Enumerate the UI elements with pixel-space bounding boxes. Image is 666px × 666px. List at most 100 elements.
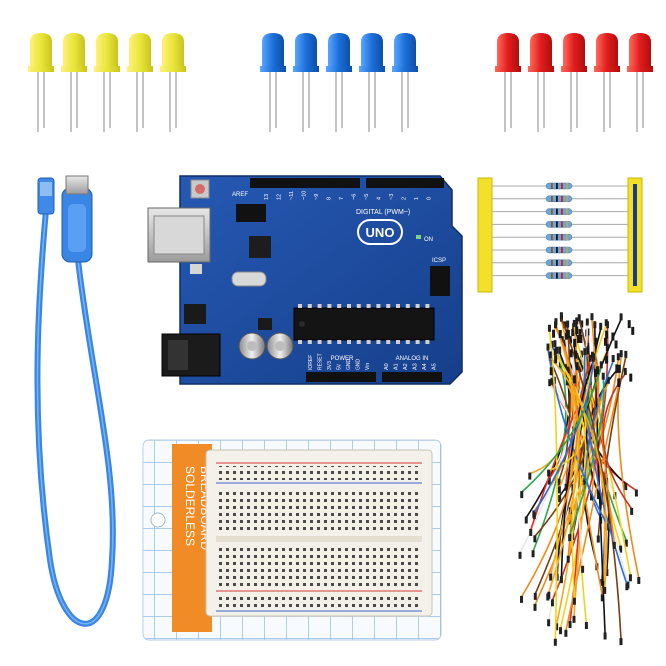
red-led (561, 33, 587, 132)
electrolytic-capacitor-left (238, 332, 266, 360)
jumper-wire (532, 354, 595, 520)
analog-pin-label: A0 (384, 363, 390, 370)
resistor-strip (477, 177, 643, 293)
digital-pin-label: 1 (414, 197, 420, 200)
atmega-microcontroller (293, 304, 435, 344)
power-pin-label: RESET (318, 353, 324, 370)
digital-pin-label: 7 (339, 197, 345, 200)
analog-pin-label: A5 (432, 363, 438, 370)
usb-b-plug (61, 175, 93, 263)
jumper-wire (571, 328, 585, 573)
electrolytic-capacitor-right (266, 332, 294, 360)
aref-label: AREF (232, 192, 248, 198)
resistor (492, 272, 628, 279)
yellow-led (160, 33, 186, 132)
usb-controller-chip (249, 236, 271, 258)
package-label-spine (172, 444, 212, 632)
usb-b-socket (147, 207, 211, 263)
digital-pin-label: 4 (377, 197, 383, 200)
breadboard (205, 449, 433, 617)
voltage-regulator (184, 304, 206, 324)
jumper-wire (548, 351, 608, 594)
jumper-wire (520, 361, 603, 499)
uno-logo: UNO (357, 219, 403, 245)
resistor (492, 208, 628, 215)
package-hang-hole (150, 512, 166, 528)
smd-chip (236, 204, 266, 222)
power-pin-label: IOREF (308, 355, 314, 370)
blue-led (326, 33, 352, 132)
icsp-label: ICSP (432, 258, 446, 264)
digital-pin-label: ~5 (364, 194, 370, 200)
breadboard-package: SOLDERLESS BREADBOARD (142, 439, 442, 641)
analog-pin-label: A1 (394, 363, 400, 370)
dc-power-jack (161, 333, 221, 377)
analog-in-label: ANALOG IN (396, 356, 429, 362)
power-pin-label: Vin (365, 363, 371, 370)
yellow-led (94, 33, 120, 132)
digital-pin-label: ~3 (389, 194, 395, 200)
red-led (528, 33, 554, 132)
blue-led-group (260, 33, 418, 132)
yellow-led-group (28, 33, 186, 132)
uno-label: UNO (366, 225, 395, 240)
digital-pin-label: ~6 (352, 194, 358, 200)
jumper-wire (571, 319, 608, 605)
analog-pin-label: A3 (413, 363, 419, 370)
jumper-wire (547, 324, 558, 646)
red-led (594, 33, 620, 132)
icsp-header: ICSP (430, 258, 450, 296)
blue-led (392, 33, 418, 132)
analog-pin-label: A4 (422, 363, 428, 370)
resistor (492, 259, 628, 267)
on-led-label: ON (424, 237, 433, 243)
power-label: POWER (331, 356, 354, 362)
jumper-wire (547, 378, 580, 599)
power-pin-label: 5V (337, 363, 343, 370)
blue-led (293, 33, 319, 132)
jumper-wire (602, 367, 634, 515)
jumper-wire (559, 312, 623, 646)
digital-header (250, 178, 444, 188)
smd-component (258, 318, 272, 330)
usb-cable (34, 175, 116, 627)
smd-component (190, 264, 202, 274)
yellow-led (61, 33, 87, 132)
on-led (416, 235, 421, 239)
power-pin-label: GND (346, 359, 352, 371)
yellow-led (28, 33, 54, 132)
jumper-wire (557, 320, 571, 486)
digital-pin-label: 12 (277, 194, 283, 200)
resistor (492, 246, 628, 254)
analog-pin-label: A2 (403, 363, 409, 370)
red-led-group (495, 33, 653, 132)
jumper-wire (531, 340, 567, 558)
jumper-wire (568, 372, 605, 542)
red-led (495, 33, 521, 132)
digital-pin-label: 0 (427, 197, 433, 200)
jumper-wire (557, 319, 579, 494)
red-led (627, 33, 653, 132)
jumper-wire (547, 348, 587, 477)
digital-pin-label: 8 (327, 197, 333, 200)
power-header (306, 372, 376, 382)
digital-pin-label: ~9 (314, 194, 320, 200)
digital-pin-label: 13 (264, 194, 270, 200)
blue-led (359, 33, 385, 132)
digital-pin-label: 2 (402, 197, 408, 200)
digital-pin-label: ~10 (302, 191, 308, 200)
digital-pwm-label: DIGITAL (PWM~) (356, 209, 410, 216)
resistor (492, 195, 628, 203)
package-label-line1: SOLDERLESS (183, 466, 197, 546)
power-pin-label: 3V3 (327, 361, 333, 370)
resistor (492, 233, 628, 241)
jumper-wire (520, 321, 579, 603)
crystal-oscillator (231, 271, 267, 287)
blue-led (260, 33, 286, 132)
yellow-led (127, 33, 153, 132)
